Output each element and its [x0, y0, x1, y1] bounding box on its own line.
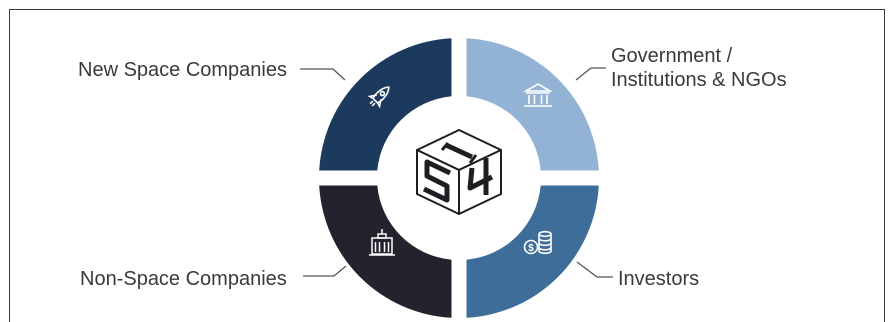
- building-icon: [369, 229, 395, 256]
- label-new-space-text: New Space Companies: [78, 59, 287, 81]
- label-investors: Investors: [618, 267, 699, 291]
- connector-non-space: [303, 265, 347, 277]
- cube-logo-icon: [416, 129, 502, 215]
- connector-investors: [576, 261, 613, 278]
- connector-new-space: [300, 68, 346, 81]
- label-new-space-companies: New Space Companies: [78, 58, 287, 82]
- segment-new-space: [319, 38, 452, 171]
- label-non-space-text: Non-Space Companies: [80, 268, 287, 290]
- rocket-icon: [367, 86, 390, 109]
- label-government-line2: Institutions & NGOs: [611, 69, 787, 91]
- bank-icon: [523, 83, 553, 107]
- segment-non-space: [319, 185, 452, 318]
- coins-icon: $: [523, 230, 552, 255]
- segment-government: [466, 38, 599, 171]
- label-government-line1: Government /: [611, 45, 733, 67]
- svg-text:$: $: [528, 243, 534, 254]
- segment-investors: [466, 185, 599, 318]
- label-non-space-companies: Non-Space Companies: [80, 267, 287, 291]
- label-investors-text: Investors: [618, 268, 700, 290]
- label-government-institutions: Government / Institutions & NGOs: [611, 44, 787, 92]
- connector-government: [575, 67, 606, 81]
- diagram-frame: [9, 9, 885, 322]
